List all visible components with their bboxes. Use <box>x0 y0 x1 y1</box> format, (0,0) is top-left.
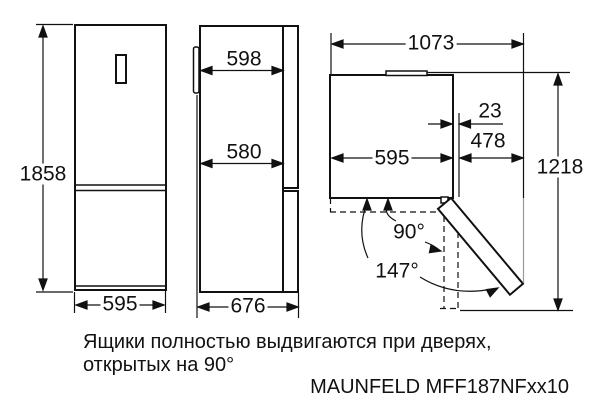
dim-top-width-total: 1073 <box>405 31 457 55</box>
model-name: MAUNFELD MFF187NFxx10 <box>310 376 569 398</box>
door-angle-leaders <box>361 197 500 298</box>
dim-front-width: 595 <box>100 292 140 316</box>
dim-side-depth-mid: 580 <box>226 140 262 164</box>
note-line-2: открытых на 90° <box>83 354 235 376</box>
display-panel <box>115 54 127 84</box>
dim-top-door-offset: 23 <box>478 99 502 123</box>
dim-side-depth-top: 598 <box>226 47 262 71</box>
dim-side-depth-total: 676 <box>228 294 268 318</box>
label-angle-90: 90° <box>393 220 425 244</box>
top-view-outline <box>329 70 525 297</box>
note-line-1: Ящики полностью выдвигаются при дверях, <box>83 331 492 353</box>
label-angle-147: 147° <box>375 259 419 283</box>
front-view-dimensions <box>36 23 167 313</box>
dim-top-depth-open: 1218 <box>534 155 586 179</box>
front-view-outline <box>74 24 167 291</box>
top-hinge-cover <box>385 70 428 77</box>
dim-top-door-width: 478 <box>470 129 506 153</box>
top-view-dashed <box>329 198 459 310</box>
side-handle <box>192 46 200 94</box>
side-view-dimensions <box>196 65 300 318</box>
dim-top-width-body: 595 <box>372 146 412 170</box>
open-door <box>436 196 525 297</box>
dim-front-height: 1858 <box>17 162 69 186</box>
